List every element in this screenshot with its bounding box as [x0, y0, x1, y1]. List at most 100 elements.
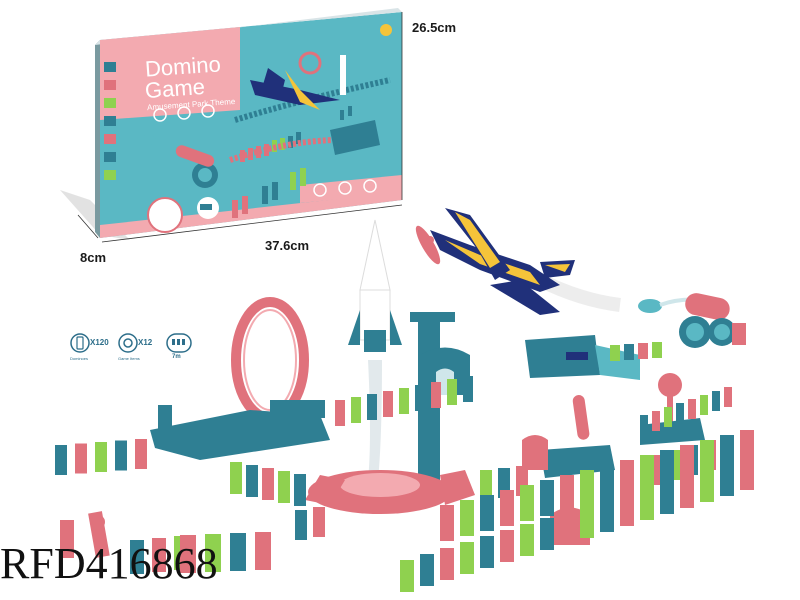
domino-piece: [560, 512, 574, 544]
domino-piece: [447, 379, 457, 405]
domino-piece: [262, 468, 274, 500]
domino-piece: [420, 554, 434, 586]
lever-toy: [540, 395, 615, 478]
domino-piece: [652, 342, 662, 358]
domino-piece: [680, 445, 694, 481]
domino-piece: [664, 407, 672, 427]
domino-piece: [680, 476, 694, 508]
domino-piece: [640, 455, 654, 491]
age-icon: [166, 333, 192, 353]
dimension-depth-label: 8cm: [80, 250, 107, 265]
domino-piece: [400, 560, 414, 592]
domino-piece: [480, 536, 494, 568]
domino-piece: [640, 415, 648, 435]
domino-piece: [115, 440, 127, 471]
domino-piece: [95, 442, 107, 472]
cannon-toy: [638, 293, 746, 348]
feature-dominoes: X120 Dominoes: [70, 332, 115, 362]
domino-piece: [540, 518, 554, 550]
domino-piece: [294, 474, 306, 506]
domino-scene: [55, 208, 754, 592]
domino-piece: [500, 490, 514, 526]
domino-piece: [580, 506, 594, 538]
domino-piece: [152, 538, 166, 572]
domino-rows: [55, 342, 754, 592]
domino-piece: [130, 540, 144, 574]
domino-piece: [278, 471, 290, 503]
domino-piece: [540, 480, 554, 516]
product-code: RFD416868: [0, 539, 218, 588]
domino-piece: [520, 485, 534, 521]
dimension-width-label: 37.6cm: [265, 238, 310, 253]
domino-piece: [480, 470, 492, 500]
box-title-line2: Game: [144, 73, 206, 104]
domino-piece: [460, 500, 474, 536]
feature-age: 7m: [166, 332, 211, 362]
domino-piece: [638, 343, 648, 359]
catapult-toy: [60, 511, 110, 558]
domino-piece: [313, 507, 325, 537]
airplane-toy: [415, 208, 621, 315]
domino-piece: [463, 376, 473, 402]
feature-dominoes-caption: Dominoes: [70, 356, 89, 361]
domino-piece: [600, 500, 614, 532]
domino-piece: [135, 439, 147, 469]
feature-game-items: X12 Game Items: [118, 332, 163, 362]
loop-track-toy: [150, 297, 330, 460]
dimension-height-label: 26.5cm: [412, 20, 457, 35]
domino-piece: [440, 548, 454, 580]
domino-piece: [560, 475, 574, 511]
domino-piece: [700, 395, 708, 415]
domino-piece: [460, 542, 474, 574]
arch-gate-toy: [420, 347, 470, 395]
domino-piece: [480, 495, 494, 531]
domino-piece: [55, 445, 67, 475]
domino-piece: [335, 400, 345, 426]
domino-piece: [580, 470, 594, 506]
feature-game-items-text: X12: [138, 338, 153, 347]
domino-piece: [399, 388, 409, 414]
domino-piece: [652, 411, 660, 431]
domino-piece: [720, 464, 734, 496]
domino-piece: [431, 382, 441, 408]
domino-piece: [383, 391, 393, 417]
domino-piece: [676, 403, 684, 423]
domino-piece: [724, 387, 732, 407]
domino-piece: [712, 391, 720, 411]
domino-piece: [255, 532, 271, 570]
domino-piece: [720, 435, 734, 471]
domino-piece: [620, 494, 634, 526]
domino-piece: [500, 530, 514, 562]
domino-piece: [624, 344, 634, 360]
domino-piece: [740, 458, 754, 490]
domino-piece: [246, 465, 258, 497]
domino-piece: [295, 510, 307, 540]
domino-piece: [610, 345, 620, 361]
product-box: Domino Game Amusement Park Theme: [0, 0, 420, 260]
domino-piece: [230, 533, 246, 571]
domino-piece: [660, 450, 674, 486]
domino-piece: [440, 505, 454, 541]
domino-piece: [351, 397, 361, 423]
feature-age-text: 7m: [172, 354, 181, 360]
domino-icon: [70, 333, 90, 353]
ramp-toy: [525, 335, 640, 380]
domino-piece: [700, 470, 714, 502]
product-box-illustration: [60, 8, 403, 243]
domino-piece: [415, 385, 425, 411]
domino-piece: [180, 535, 196, 573]
domino-piece: [230, 462, 242, 494]
domino-piece: [75, 443, 87, 474]
domino-piece: [640, 488, 654, 520]
feature-icons-row: X120 Dominoes X12 Game Items 7m: [70, 332, 210, 368]
feature-dominoes-text: X120: [90, 338, 109, 347]
domino-piece: [620, 460, 634, 496]
gear-icon: [118, 333, 138, 353]
domino-piece: [367, 394, 377, 420]
domino-piece: [740, 430, 754, 466]
domino-piece: [520, 524, 534, 556]
domino-piece: [600, 465, 614, 501]
domino-piece: [660, 482, 674, 514]
domino-piece: [700, 440, 714, 476]
feature-game-items-caption: Game Items: [118, 356, 140, 361]
